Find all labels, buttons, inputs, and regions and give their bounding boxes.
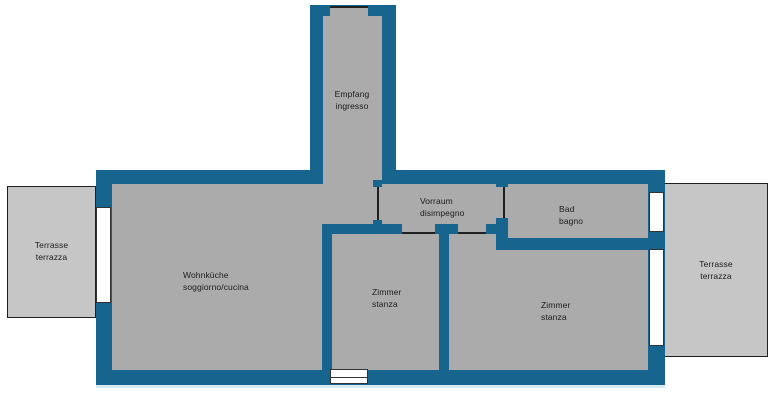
room-label-vorraum-line1: Vorraum bbox=[420, 196, 453, 206]
wall-bad-bottom bbox=[496, 238, 648, 250]
door-line-vorraum-zimmer2 bbox=[455, 232, 490, 234]
room-label-zimmer1-line1: Zimmer bbox=[372, 287, 402, 297]
terrace-left-label-line2: terrazza bbox=[35, 252, 68, 262]
terrace-right-label-line1: Terrasse bbox=[699, 259, 733, 269]
room-label-zimmer2-line1: Zimmer bbox=[541, 300, 571, 310]
door-line-vorraum-zimmer1 bbox=[396, 232, 438, 234]
wall-shaft-vorraum-stub-top bbox=[373, 180, 382, 187]
wall-zimmer-divider-post bbox=[435, 224, 458, 234]
terrace-right-label: Terrasse terrazza bbox=[664, 258, 768, 282]
room-label-zimmer2-line2: stanza bbox=[541, 312, 567, 322]
room-label-wohnkueche-line2: soggiorno/cucina bbox=[183, 282, 249, 292]
wall-vorraum-bad-top bbox=[496, 172, 508, 187]
terrace-left bbox=[7, 186, 96, 318]
room-label-vorraum: Vorraum disimpegno bbox=[420, 195, 464, 219]
window-pane-divider bbox=[331, 376, 367, 378]
room-label-zimmer1-line2: stanza bbox=[372, 299, 398, 309]
terrace-right bbox=[664, 183, 768, 357]
room-label-zimmer2: Zimmer stanza bbox=[541, 299, 570, 323]
bottom-wall-shadow bbox=[96, 385, 665, 388]
wall-zimmer1-top bbox=[322, 224, 402, 234]
window-zimmer1-bottom bbox=[330, 369, 368, 384]
entrance-door-opening bbox=[330, 8, 368, 18]
room-label-zimmer1: Zimmer stanza bbox=[372, 286, 401, 310]
room-label-bad: Bad bagno bbox=[559, 203, 583, 227]
terrace-left-label-line1: Terrasse bbox=[34, 240, 69, 250]
window-left-terrace-door bbox=[96, 207, 111, 303]
window-zimmer2-terrace-door bbox=[649, 249, 664, 346]
room-label-empfang: Empfang ingresso bbox=[323, 88, 381, 112]
main-interior bbox=[112, 184, 648, 370]
terrace-right-label-line2: terrazza bbox=[700, 271, 732, 281]
room-label-empfang-line2: ingresso bbox=[335, 101, 369, 111]
entrance-shaft-interior bbox=[323, 16, 382, 186]
door-line-vorraum-bad bbox=[503, 186, 505, 219]
room-label-wohnkueche: Wohnküche soggiorno/cucina bbox=[183, 269, 249, 293]
door-line-shaft-vorraum bbox=[377, 186, 379, 221]
terrace-left-label: Terrasse terrazza bbox=[7, 239, 96, 263]
entrance-door-line bbox=[330, 6, 368, 8]
wall-zimmer1-left bbox=[322, 224, 332, 370]
room-label-bad-line2: bagno bbox=[559, 216, 584, 226]
room-label-bad-line1: Bad bbox=[559, 204, 575, 214]
room-label-empfang-line1: Empfang bbox=[334, 89, 370, 99]
wall-zimmer-divider bbox=[439, 234, 449, 370]
window-bad bbox=[649, 192, 664, 232]
wall-shaft-vorraum-stub-bottom bbox=[373, 220, 382, 226]
room-label-vorraum-line2: disimpegno bbox=[420, 208, 465, 218]
room-label-wohnkueche-line1: Wohnküche bbox=[183, 270, 229, 280]
